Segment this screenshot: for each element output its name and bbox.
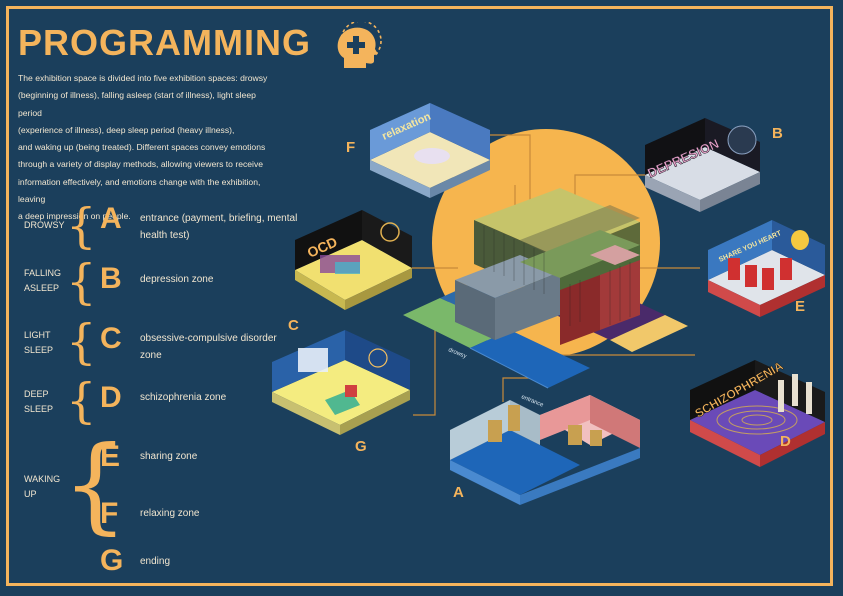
room-f-relaxation: relaxation bbox=[370, 103, 490, 198]
page-title: PROGRAMMING bbox=[18, 22, 311, 63]
desc-line: health test) bbox=[140, 230, 190, 241]
legend-letter-d: D bbox=[100, 381, 122, 414]
intro-line: The exhibition space is divided into fiv… bbox=[18, 73, 268, 83]
diagram-label-e: E bbox=[795, 298, 805, 315]
stage-line: SLEEP bbox=[24, 345, 54, 355]
room-g-ending bbox=[272, 330, 410, 435]
diagram-label-f: F bbox=[346, 139, 355, 156]
zone-e-description: sharing zone bbox=[140, 451, 198, 462]
intro-line: (beginning of illness), falling asleep (… bbox=[18, 90, 256, 118]
room-c-ocd: OCD bbox=[295, 210, 412, 310]
head-plus-icon bbox=[337, 22, 382, 68]
stage-drowsy: DROWSY bbox=[24, 220, 65, 230]
zone-f-description: relaxing zone bbox=[140, 508, 200, 519]
zone-c-description: obsessive-compulsive disorder zone bbox=[140, 330, 277, 364]
drowsy-floor-label: drowsy bbox=[447, 347, 467, 360]
desc-line: zone bbox=[140, 350, 162, 361]
brace-icon: { bbox=[66, 254, 97, 310]
room-a-entrance bbox=[450, 395, 640, 505]
room-e-sharing: SHARE YOU HEART bbox=[708, 220, 825, 317]
stage-line: ASLEEP bbox=[24, 283, 60, 293]
intro-paragraph: The exhibition space is divided into fiv… bbox=[18, 70, 270, 226]
zone-g-description: ending bbox=[140, 556, 171, 567]
legend-letter-b: B bbox=[100, 262, 122, 295]
zone-b-description: depression zone bbox=[140, 274, 214, 285]
zone-a-description: entrance (payment, briefing, mental heal… bbox=[140, 210, 297, 244]
intro-line: through a variety of display methods, al… bbox=[18, 159, 264, 170]
stage-line: DEEP bbox=[24, 389, 49, 399]
legend-letter-g: G bbox=[100, 544, 124, 577]
desc-line: entrance (payment, briefing, mental bbox=[140, 213, 298, 224]
legend-letter-a: A bbox=[100, 202, 122, 235]
stage-falling-asleep: FALLING ASLEEP bbox=[24, 266, 61, 296]
diagram-label-g: G bbox=[355, 438, 367, 455]
stage-line: SLEEP bbox=[24, 404, 54, 414]
diagram-label-b: B bbox=[772, 125, 783, 142]
stage-deep-sleep: DEEP SLEEP bbox=[24, 387, 53, 417]
page-border bbox=[6, 6, 833, 586]
stage-light-sleep: LIGHT SLEEP bbox=[24, 328, 53, 358]
legend-letter-f: F bbox=[100, 497, 119, 530]
brace-icon: { bbox=[66, 373, 97, 429]
diagram-label-a: A bbox=[453, 484, 464, 501]
stage-line: WAKING bbox=[24, 474, 61, 484]
stage-line: FALLING bbox=[24, 268, 62, 278]
brace-icon: { bbox=[66, 314, 97, 370]
stage-waking-up: WAKING UP bbox=[24, 472, 60, 502]
desc-line: obsessive-compulsive disorder bbox=[140, 333, 277, 344]
room-b-depression: DEPRESION bbox=[645, 118, 760, 212]
intro-line: information effectively, and emotions ch… bbox=[18, 176, 261, 205]
container-cluster bbox=[455, 188, 640, 345]
stage-line: LIGHT bbox=[24, 330, 51, 340]
brace-icon: { bbox=[66, 198, 97, 254]
diagram-label-c: C bbox=[288, 317, 299, 334]
brace-icon: { bbox=[62, 423, 129, 545]
entrance-floor-label: entrance bbox=[520, 394, 545, 409]
intro-line: a deep impression on people. bbox=[18, 211, 131, 222]
intro-line: (experience of illness), deep sleep peri… bbox=[18, 124, 235, 135]
stage-line: UP bbox=[24, 489, 37, 499]
intro-line: and waking up (being treated). Different… bbox=[18, 142, 266, 153]
legend-letter-c: C bbox=[100, 322, 122, 355]
room-d-schizophrenia: SCHIZOPHRENIA bbox=[690, 358, 825, 467]
zone-d-description: schizophrenia zone bbox=[140, 392, 227, 403]
diagram-label-d: D bbox=[780, 433, 791, 450]
legend-letter-e: E bbox=[100, 440, 121, 473]
